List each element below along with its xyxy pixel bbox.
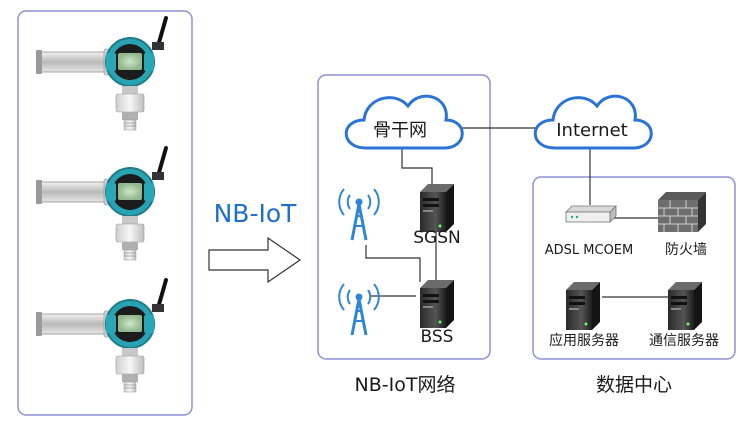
app-server-label: 应用服务器 <box>549 332 619 349</box>
sgsn-server-icon <box>420 184 454 232</box>
sgsn-label: SGSN <box>413 228 460 248</box>
firewall-label: 防火墙 <box>665 242 707 258</box>
modem-label: ADSL MCOEM <box>545 243 634 258</box>
firewall-icon <box>658 192 706 232</box>
comm-server-label: 通信服务器 <box>649 333 719 349</box>
datacenter-title: 数据中心 <box>596 374 672 396</box>
network-title: NB-IoT网络 <box>355 374 456 396</box>
protocol-label: NB-IoT <box>214 199 298 228</box>
arrow-right-icon <box>208 236 302 284</box>
backbone-label: 骨干网 <box>373 120 427 141</box>
modem-icon <box>565 205 617 223</box>
app-server-icon <box>566 282 600 330</box>
comm-server-icon <box>668 282 702 330</box>
connection-lines <box>365 127 668 298</box>
bss-label: BSS <box>421 327 454 347</box>
internet-label: Internet <box>556 120 627 141</box>
bss-server-icon <box>420 280 454 328</box>
